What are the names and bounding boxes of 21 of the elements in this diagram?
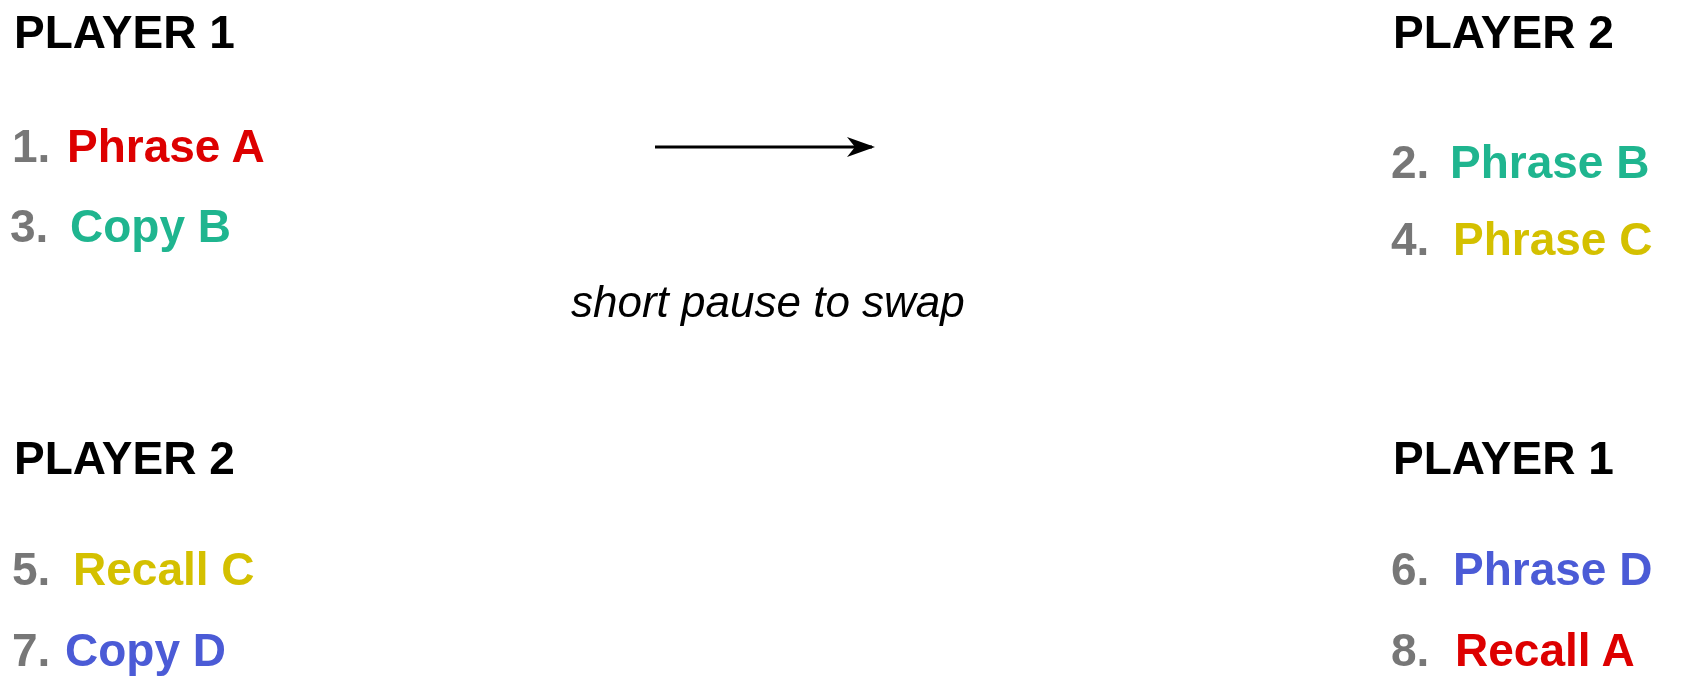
step-number: 8.	[1391, 623, 1430, 677]
step-label: Copy D	[65, 623, 226, 677]
step-number: 7.	[12, 623, 51, 677]
step-number: 6.	[1391, 542, 1430, 596]
step-label: Phrase A	[67, 119, 265, 173]
step-label: Recall C	[73, 542, 255, 596]
swap-note: short pause to swap	[571, 276, 965, 328]
player-heading: PLAYER 1	[1393, 431, 1614, 485]
step-number: 5.	[12, 542, 51, 596]
step-number: 4.	[1391, 212, 1430, 266]
step-number: 3.	[10, 199, 49, 253]
step-label: Recall A	[1455, 623, 1635, 677]
step-label: Phrase D	[1453, 542, 1653, 596]
player-heading: PLAYER 1	[14, 5, 235, 59]
player-heading: PLAYER 2	[1393, 5, 1614, 59]
step-label: Phrase C	[1453, 212, 1653, 266]
step-label: Phrase B	[1450, 135, 1650, 189]
step-label: Copy B	[70, 199, 231, 253]
step-number: 1.	[12, 119, 51, 173]
player-heading: PLAYER 2	[14, 431, 235, 485]
step-number: 2.	[1391, 135, 1430, 189]
